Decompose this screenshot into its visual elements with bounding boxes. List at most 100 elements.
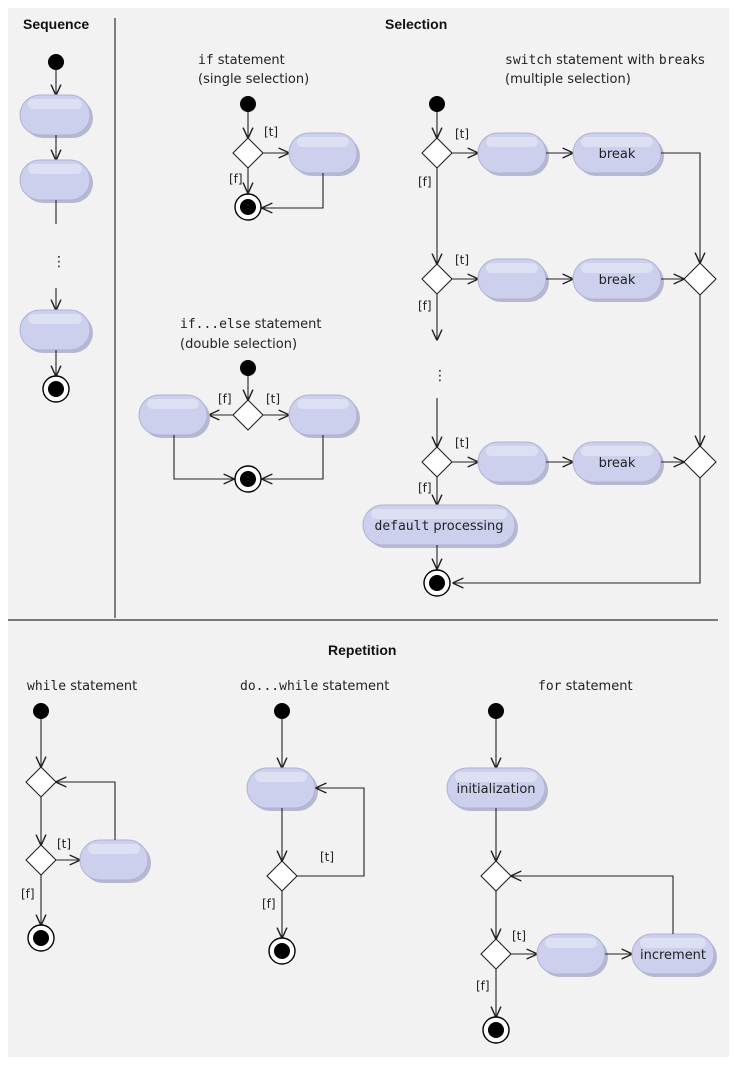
switch-statement-caption: switch statement with breaks (505, 53, 705, 68)
switch-break-3: break (572, 441, 664, 485)
switch-initial-node (429, 96, 445, 112)
if-else-diagram: [f] [t] (138, 360, 360, 493)
while-guard-true: [t] (57, 837, 71, 851)
if-statement-subcaption: (single selection) (198, 72, 309, 87)
switch-final-node (423, 569, 451, 597)
do-while-caption-text: statement (318, 679, 389, 694)
sequence-initial-node (48, 54, 64, 70)
sequence-final-node (42, 375, 70, 403)
default-processing-text: processing (429, 519, 503, 534)
do-while-flow-loop-back (297, 788, 365, 877)
if-else-guard-true: [t] (266, 392, 280, 406)
if-else-initial-node (240, 360, 256, 376)
while-caption-text: statement (66, 679, 137, 694)
do-while-guard-false: [f] (262, 897, 276, 911)
if-else-statement-caption: if...else statement (180, 317, 322, 332)
sequence-activity-2 (19, 159, 93, 203)
do-while-guard-true: [t] (320, 850, 334, 864)
for-increment-activity: increment (631, 933, 717, 977)
switch-activity-2 (477, 258, 549, 302)
if-initial-node (240, 96, 256, 112)
while-keyword: while (27, 679, 66, 694)
if-else-activity-false (138, 394, 210, 438)
default-keyword: default (375, 519, 430, 534)
if-statement-caption: if statement (198, 53, 285, 68)
default-processing-label: default processing (375, 519, 504, 534)
sequence-activity-3 (19, 309, 93, 353)
if-guard-false: [f] (229, 172, 243, 186)
increment-label: increment (640, 948, 706, 963)
switch-caption-end: s (698, 53, 705, 68)
do-while-statement-caption: do...while statement (240, 679, 389, 694)
break-1-label: break (599, 147, 636, 162)
for-keyword: for (538, 679, 562, 694)
do-while-final-node (268, 937, 296, 965)
switch-diagram: [t] break [f] [t] br (362, 96, 717, 597)
sequence-activity-1 (19, 94, 93, 138)
for-diagram: initialization [t] increment [f] (446, 703, 717, 1044)
while-initial-node (33, 703, 49, 719)
switch-caption-mid: statement with (552, 53, 659, 68)
for-initial-node (488, 703, 504, 719)
do-while-initial-node (274, 703, 290, 719)
break-2-label: break (599, 273, 636, 288)
while-final-node (27, 924, 55, 952)
break-keyword: break (659, 53, 698, 68)
switch-ellipsis: ⋮ (433, 368, 447, 384)
switch-flow-merge-2-final (453, 478, 701, 583)
for-guard-true: [t] (512, 929, 526, 943)
if-else-flow-merge-left (173, 435, 234, 479)
if-else-statement-subcaption: (double selection) (180, 337, 297, 352)
while-activity (79, 839, 151, 883)
sequence-ellipsis: ⋮ (52, 254, 66, 270)
if-flow-merge (262, 173, 324, 208)
for-flow-loop-back (511, 876, 674, 934)
switch-guard-true-3: [t] (455, 436, 469, 450)
for-guard-false: [f] (476, 979, 490, 993)
while-guard-false: [f] (21, 887, 35, 901)
if-else-caption-text: statement (250, 317, 321, 332)
switch-activity-1 (477, 132, 549, 176)
switch-break-1: break (572, 132, 664, 176)
sequence-diagram: ⋮ (19, 54, 93, 403)
if-else-flow-merge-right (262, 435, 324, 479)
if-else-guard-false: [f] (218, 392, 232, 406)
if-final-node (234, 193, 262, 221)
switch-statement-subcaption: (multiple selection) (505, 72, 631, 87)
if-activity (288, 132, 360, 176)
switch-guard-false-3: [f] (418, 481, 432, 495)
do-while-diagram: [t] [f] (246, 703, 365, 965)
if-else-final-node (234, 465, 262, 493)
switch-guard-false-1: [f] (418, 175, 432, 189)
for-body-activity (536, 933, 608, 977)
for-final-node (482, 1016, 510, 1044)
if-guard-true: [t] (264, 125, 278, 139)
for-statement-caption: for statement (538, 679, 633, 694)
switch-break-2: break (572, 258, 664, 302)
switch-guard-false-2: [f] (418, 299, 432, 313)
break-3-label: break (599, 456, 636, 471)
while-statement-caption: while statement (27, 679, 137, 694)
while-flow-loop-back (56, 782, 116, 840)
for-caption-text: statement (561, 679, 632, 694)
switch-flow-break-1-out (661, 152, 700, 263)
do-while-keyword: do...while (240, 679, 318, 694)
initialization-label: initialization (456, 782, 535, 797)
if-diagram: [t] [f] (229, 96, 360, 221)
switch-activity-3 (477, 441, 549, 485)
while-diagram: [t] [f] (21, 703, 151, 952)
if-caption-text: statement (214, 53, 285, 68)
switch-keyword: switch (505, 53, 552, 68)
switch-guard-true-2: [t] (455, 253, 469, 267)
for-initialization-activity: initialization (446, 767, 548, 811)
switch-guard-true-1: [t] (455, 127, 469, 141)
switch-default-activity: default processing (362, 504, 518, 548)
sequence-heading: Sequence (23, 16, 89, 32)
repetition-heading: Repetition (328, 642, 396, 658)
do-while-activity (246, 767, 318, 811)
if-else-decision (232, 399, 264, 431)
selection-heading: Selection (385, 16, 447, 32)
if-else-activity-true (288, 394, 360, 438)
if-else-keyword: if...else (180, 317, 251, 332)
